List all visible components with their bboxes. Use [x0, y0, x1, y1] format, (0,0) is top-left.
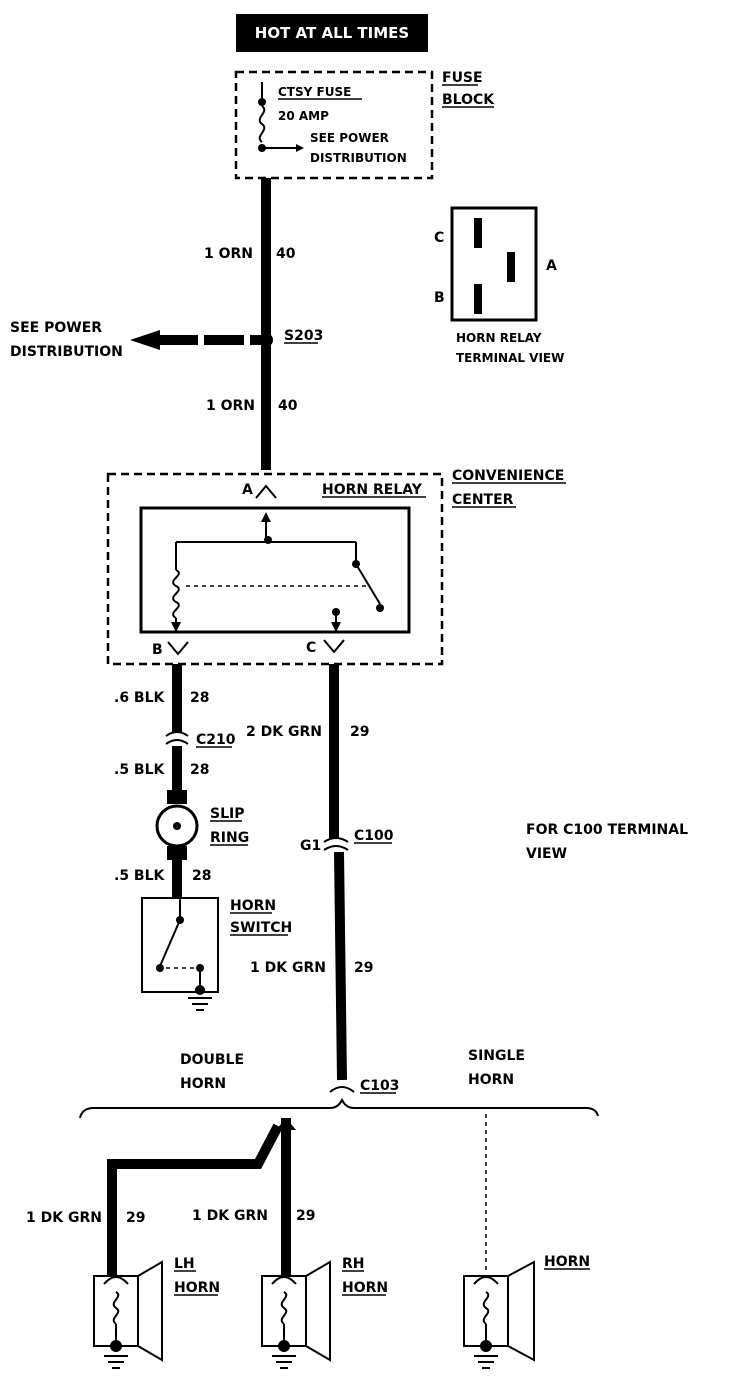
horn-relay-box-label: HORN RELAY — [322, 482, 423, 498]
fuse-block-label-1: FUSE — [442, 70, 483, 86]
relay-switch-arm — [355, 563, 381, 605]
convenience-center-box — [106, 472, 444, 666]
c103-connector — [329, 1086, 355, 1093]
convenience-center-label-2: CENTER — [452, 492, 514, 508]
lower-orn-circuit: 40 — [278, 398, 298, 414]
splice-see-2: DISTRIBUTION — [10, 344, 123, 360]
relay-view-label-a: A — [546, 258, 557, 274]
splice-s203-dot — [259, 333, 273, 347]
grn-top-circuit: 29 — [350, 724, 369, 740]
relay-terminal-a-connector — [255, 484, 277, 499]
rh-horn-icon — [261, 1260, 331, 1369]
lh-horn-icon — [93, 1260, 163, 1369]
grn-mid-size: 1 DK GRN — [250, 960, 326, 976]
c103-label: C103 — [360, 1078, 400, 1094]
banner-text: HOT AT ALL TIMES — [255, 24, 409, 42]
fuse-top-dot — [258, 98, 266, 106]
blk-mid-circuit: 28 — [190, 762, 209, 778]
horn-switch-label-1: HORN — [230, 898, 276, 914]
splice-see-arrow — [130, 330, 160, 350]
relay-terminal-b-connector — [167, 641, 189, 656]
relay-terminal-view — [450, 206, 538, 322]
rh-horn-label-2: HORN — [342, 1280, 388, 1296]
single-horn-label: HORN — [544, 1254, 590, 1270]
slip-ring-center — [173, 822, 181, 830]
relay-terminal-c-connector — [323, 639, 345, 654]
c100-pin-label: G1 — [300, 838, 321, 854]
splice-s203-label: S203 — [284, 328, 323, 344]
c100-connector-bottom — [323, 845, 349, 851]
splice-see-1: SEE POWER — [10, 320, 102, 336]
lh-horn-feed — [107, 1123, 283, 1262]
c210-connector-bottom — [165, 739, 189, 745]
rh-wire-circuit: 29 — [296, 1208, 315, 1224]
horn-switch-arm — [159, 919, 181, 967]
relay-view-pin-b — [474, 284, 482, 314]
grn-wire-lower — [334, 851, 347, 1081]
fuse-element — [258, 105, 266, 143]
blk-mid-size: .5 BLK — [114, 762, 166, 778]
c100-note-2: VIEW — [526, 846, 567, 862]
convenience-center-label-1: CONVENIENCE — [452, 468, 564, 484]
single-horn-icon — [463, 1260, 535, 1369]
c210-label: C210 — [196, 732, 236, 748]
single-horn-label-2: HORN — [468, 1072, 514, 1088]
blk-bot-circuit: 28 — [192, 868, 211, 884]
rh-horn-label-1: RH — [342, 1256, 365, 1272]
rh-wire-size: 1 DK GRN — [192, 1208, 268, 1224]
horn-switch-label-2: SWITCH — [230, 920, 292, 936]
grn-top-size: 2 DK GRN — [246, 724, 322, 740]
double-horn-label-1: DOUBLE — [180, 1052, 244, 1068]
c210-connector-top — [165, 731, 189, 737]
relay-view-pin-c — [474, 218, 482, 248]
double-horn-label-2: HORN — [180, 1076, 226, 1092]
grn-mid-circuit: 29 — [354, 960, 373, 976]
upper-orn-size: 1 ORN — [204, 246, 253, 262]
lower-orn-size: 1 ORN — [206, 398, 255, 414]
relay-terminal-b-label: B — [152, 642, 163, 658]
relay-view-pin-a — [507, 252, 515, 282]
relay-view-label-c: C — [434, 230, 444, 246]
fuse-see-1: SEE POWER — [310, 131, 389, 145]
c100-note-1: FOR C100 TERMINAL — [526, 822, 688, 838]
c100-connector-top — [323, 837, 349, 843]
lh-wire-size: 1 DK GRN — [26, 1210, 102, 1226]
single-horn-label-1: SINGLE — [468, 1048, 525, 1064]
c100-label: C100 — [354, 828, 394, 844]
upper-orn-circuit: 40 — [276, 246, 296, 262]
relay-view-caption-2: TERMINAL VIEW — [456, 351, 564, 365]
hot-at-all-times-banner — [236, 14, 428, 52]
fuse-block-box — [234, 70, 434, 180]
horn-switch-ground-icon — [188, 985, 212, 1011]
horn-option-brace — [79, 1097, 599, 1119]
relay-view-caption-1: HORN RELAY — [456, 331, 542, 345]
slip-ring-label-2: RING — [210, 830, 249, 846]
lh-horn-label-2: HORN — [174, 1280, 220, 1296]
blk-top-size: .6 BLK — [114, 690, 166, 706]
relay-terminal-a-label: A — [242, 482, 253, 498]
blk-top-circuit: 28 — [190, 690, 209, 706]
lh-horn-label-1: LH — [174, 1256, 195, 1272]
blk-bot-size: .5 BLK — [114, 868, 166, 884]
relay-view-label-b: B — [434, 290, 445, 306]
slip-ring-label-1: SLIP — [210, 806, 244, 822]
fuse-rating: 20 AMP — [278, 109, 329, 123]
relay-contact-dot — [376, 604, 384, 612]
relay-coil — [172, 569, 180, 619]
horn-switch-contact — [156, 964, 164, 972]
lh-wire-circuit: 29 — [126, 1210, 145, 1226]
fuse-see-2: DISTRIBUTION — [310, 151, 407, 165]
horn-relay-box — [139, 506, 411, 634]
fuse-block-label-2: BLOCK — [442, 92, 495, 108]
fuse-see-arrow — [296, 144, 304, 152]
relay-terminal-c-label: C — [306, 640, 316, 656]
fuse-name: CTSY FUSE — [278, 85, 351, 99]
